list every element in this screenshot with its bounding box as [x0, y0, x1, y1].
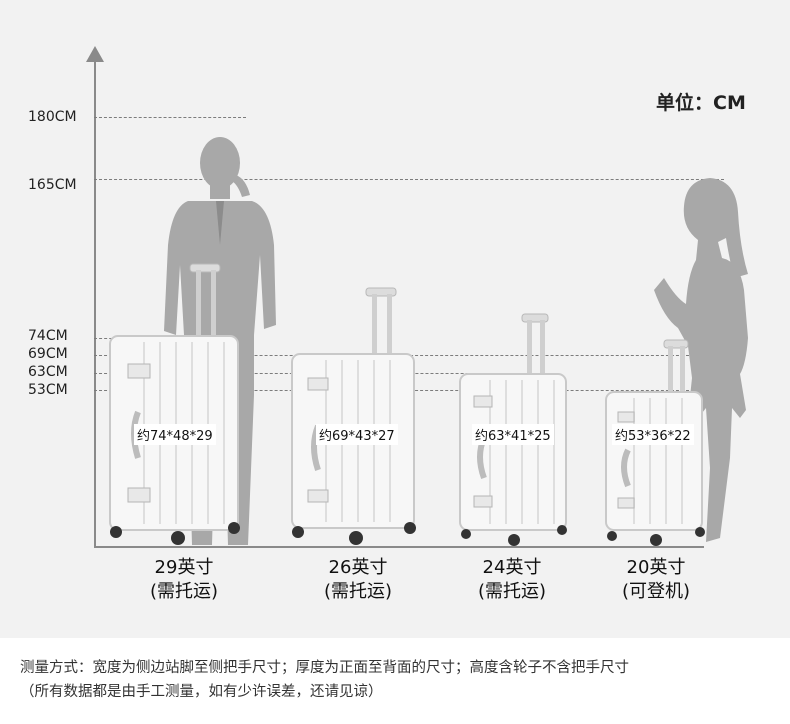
suitcase-20-dims: 约53*36*22	[612, 424, 694, 445]
x-axis	[94, 546, 704, 548]
suitcase-26-note: (需托运)	[323, 581, 393, 602]
suitcase-24-dims: 约63*41*25	[472, 424, 554, 445]
suitcase-24-note: (需托运)	[477, 581, 547, 602]
measurement-note-line1: 测量方式：宽度为侧边站脚至侧把手尺寸；厚度为正面至背面的尺寸；高度含轮子不含把手…	[20, 660, 629, 676]
ref-line-165	[94, 179, 724, 180]
y-tick-53: 53CM	[28, 382, 68, 398]
suitcase-29-note: (需托运)	[149, 581, 219, 602]
suitcase-29-caption: 29英寸 (需托运)	[114, 556, 254, 604]
suitcase-26-dims: 约69*43*27	[316, 424, 398, 445]
suitcase-26-caption: 26英寸 (需托运)	[288, 556, 428, 604]
suitcase-26-size: 26英寸	[328, 557, 388, 578]
size-comparison-chart: 单位：CM 180CM 165CM 74CM 69CM 63CM 53CM	[0, 0, 790, 638]
y-tick-180: 180CM	[28, 109, 77, 125]
suitcase-24-size: 24英寸	[482, 557, 542, 578]
woman-silhouette-icon	[654, 178, 748, 542]
suitcase-24-caption: 24英寸 (需托运)	[442, 556, 582, 604]
suitcase-20-size: 20英寸	[626, 557, 686, 578]
suitcase-20-note: (可登机)	[621, 581, 691, 602]
y-axis	[94, 58, 96, 548]
y-tick-165: 165CM	[28, 177, 77, 193]
suitcase-26-icon	[291, 287, 416, 545]
suitcase-29-dims: 约74*48*29	[134, 424, 216, 445]
ref-line-180	[94, 117, 246, 118]
suitcase-20-caption: 20英寸 (可登机)	[586, 556, 726, 604]
y-axis-arrow-icon	[86, 46, 104, 62]
y-tick-69: 69CM	[28, 346, 68, 362]
suitcase-29-icon	[109, 263, 240, 545]
measurement-note: 测量方式：宽度为侧边站脚至侧把手尺寸；厚度为正面至背面的尺寸；高度含轮子不含把手…	[20, 656, 629, 704]
measurement-note-line2: （所有数据都是由手工测量，如有少许误差，还请见谅）	[20, 684, 383, 700]
y-tick-74: 74CM	[28, 328, 68, 344]
suitcase-24-icon	[459, 313, 567, 546]
unit-label: 单位：CM	[656, 92, 746, 114]
suitcase-29-size: 29英寸	[154, 557, 214, 578]
y-tick-63: 63CM	[28, 364, 68, 380]
